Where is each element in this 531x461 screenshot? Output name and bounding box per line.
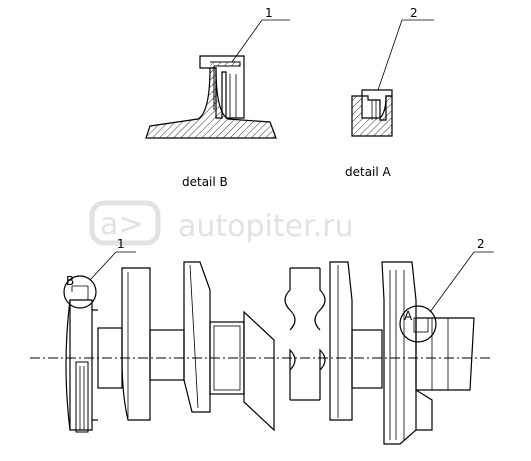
watermark-logo-glyph: a> (100, 207, 144, 242)
callout-1: 1 (117, 237, 125, 251)
detail-b-marker-circle (63, 275, 97, 309)
detail-a-view: 2 detail A (345, 6, 434, 179)
detail-a-flange (351, 95, 393, 137)
left-hub (75, 361, 89, 433)
detail-a-label: detail A (345, 165, 392, 179)
detail-b-label: detail B (182, 175, 228, 189)
rear-flange (415, 317, 475, 391)
detail-b-leader (231, 19, 263, 63)
detail-b-seal-lip (210, 61, 241, 110)
main-journal-1 (149, 329, 185, 381)
left-pulley (69, 299, 93, 431)
detail-b-callout: 1 (265, 6, 273, 20)
detail-b-view: 1 detail B (145, 6, 290, 189)
detail-a-marker-circle (399, 305, 437, 343)
watermark-text: autopiter.ru (178, 209, 354, 244)
callout-2: 2 (477, 237, 485, 251)
detail-a-seal (361, 89, 393, 121)
crank-web-2 (183, 261, 211, 413)
rear-journal (351, 329, 383, 389)
crank-web-4 (329, 261, 353, 421)
crankshaft-assembly: B 1 (30, 237, 494, 445)
watermark: a> autopiter.ru (89, 200, 354, 246)
watermark-logo-box (89, 200, 161, 246)
detail-b-marker-letter: B (66, 274, 74, 288)
detail-b-flange (145, 67, 277, 139)
flywheel-housing (381, 261, 417, 445)
break-section (284, 267, 326, 331)
detail-a-leader (377, 19, 403, 91)
detail-a-marker-letter: A (404, 309, 413, 323)
crank-web-3 (243, 310, 275, 432)
detail-a-callout: 2 (410, 6, 418, 20)
crank-web-1 (121, 267, 151, 421)
